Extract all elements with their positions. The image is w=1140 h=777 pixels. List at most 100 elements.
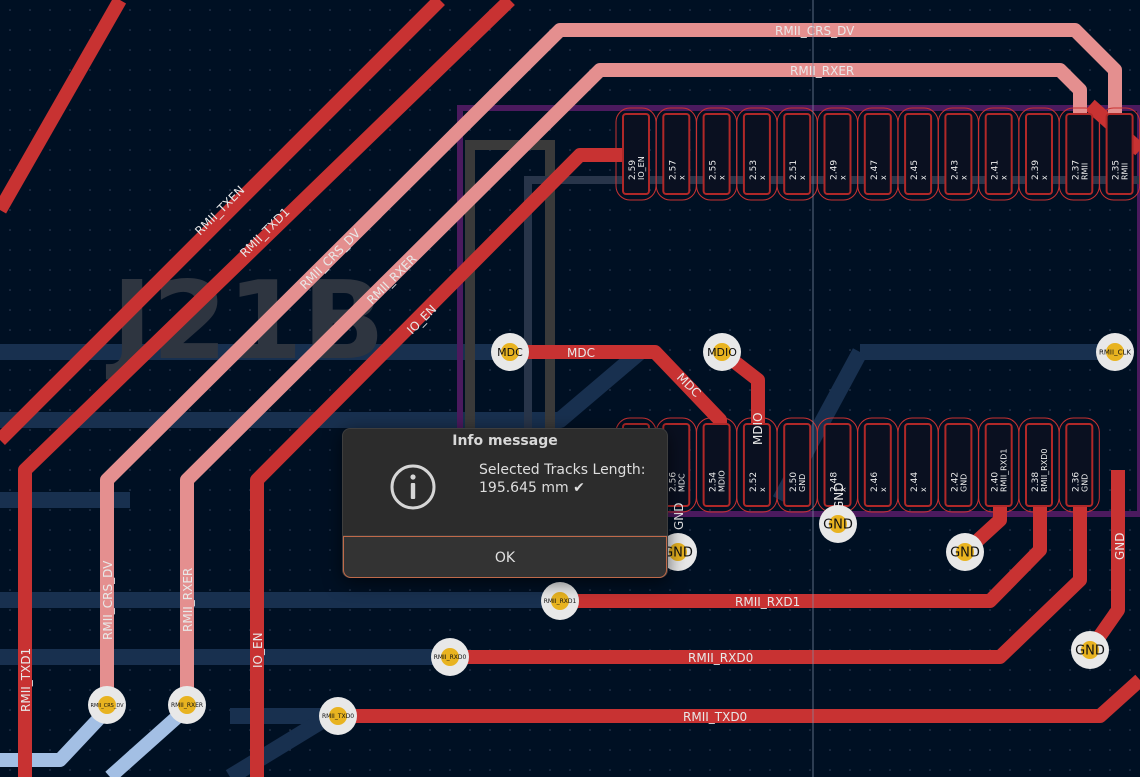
pad-net-name: RMII_RXD1 bbox=[1000, 449, 1009, 492]
pad-net-name: x bbox=[959, 175, 968, 180]
via: RMII_CRS_DV bbox=[88, 686, 126, 724]
track-label-rmii-rxer-top: RMII_RXER bbox=[790, 64, 854, 78]
fab-outline bbox=[524, 176, 1140, 500]
pad-number: 2.35 bbox=[1112, 160, 1122, 180]
pad-net-name: RMII bbox=[1080, 163, 1089, 180]
pad-number: 2.46 bbox=[870, 472, 880, 492]
via-label: RMII_TXD0 bbox=[322, 713, 354, 720]
track-label-rmii-txd1-vert: RMII_TXD1 bbox=[19, 648, 33, 712]
via: RMII_RXER bbox=[168, 686, 206, 724]
pad-number: 2.47 bbox=[870, 160, 880, 180]
pad-number: 2.37 bbox=[1071, 160, 1081, 180]
pad-net-name: x bbox=[839, 487, 848, 492]
pad-net-name: GND bbox=[959, 474, 968, 492]
track-label-gnd-vert-c: GND bbox=[1113, 532, 1127, 560]
via: MDIO bbox=[703, 333, 741, 371]
via-label: RMII_RXD1 bbox=[544, 598, 577, 605]
pad-number: 2.49 bbox=[830, 160, 840, 180]
track-label-rmii-crs-dv-vert: RMII_CRS_DV bbox=[101, 560, 115, 640]
via: GND bbox=[946, 533, 984, 571]
track-label-mdc: MDC bbox=[567, 346, 595, 360]
ok-button[interactable]: OK bbox=[343, 536, 667, 578]
dialog-separator bbox=[343, 535, 667, 536]
via-label: RMII_RXER bbox=[171, 702, 203, 709]
via: GND bbox=[659, 533, 697, 571]
via: MDC bbox=[491, 333, 529, 371]
pad-number: 2.53 bbox=[749, 160, 759, 180]
track-label-rmii-rxer-vert: RMII_RXER bbox=[181, 568, 195, 632]
pad-number: 2.54 bbox=[709, 472, 719, 492]
pad-net-name: GND bbox=[1080, 474, 1089, 492]
pad-net-name: x bbox=[879, 175, 888, 180]
track-label-rmii-crs-dv-top: RMII_CRS_DV bbox=[775, 24, 855, 38]
pad-number: 2.39 bbox=[1031, 160, 1041, 180]
via: RMII_RXD1 bbox=[541, 582, 579, 620]
pad-number: 2.50 bbox=[789, 472, 799, 492]
pad-number: 2.41 bbox=[991, 160, 1001, 180]
front-layer-pink-tracks bbox=[100, 23, 1122, 705]
track-label-mdio-vert: MDIO bbox=[751, 412, 765, 445]
pad-number: 2.38 bbox=[1031, 472, 1041, 492]
pad-number: 2.40 bbox=[991, 472, 1001, 492]
via-label: MDC bbox=[497, 346, 523, 359]
info-icon bbox=[389, 463, 437, 511]
via: GND bbox=[1071, 631, 1109, 669]
pad-net-name: x bbox=[798, 175, 807, 180]
via: RMII_CLK bbox=[1096, 333, 1134, 371]
pad-net-name: x bbox=[839, 175, 848, 180]
info-message-dialog: Info message Selected Tracks Length: 195… bbox=[342, 428, 668, 578]
pad-net-name: RMII_RXD0 bbox=[1040, 449, 1049, 492]
pad-number: 2.43 bbox=[950, 160, 960, 180]
pad-net-name: x bbox=[758, 175, 767, 180]
dialog-message-line1: Selected Tracks Length: bbox=[479, 462, 646, 478]
via-label: GND bbox=[1075, 644, 1105, 659]
dialog-message-line2: 195.645 mm ✔ bbox=[479, 480, 585, 496]
track-label-io-en-vert: IO_EN bbox=[251, 632, 265, 668]
pad-number: 2.55 bbox=[709, 160, 719, 180]
pad-net-name: x bbox=[677, 175, 686, 180]
track-label-gnd-vert-b: GND bbox=[832, 482, 846, 510]
track-label-rmii-rxd0: RMII_RXD0 bbox=[688, 651, 753, 665]
pad-net-name: RMII bbox=[1121, 163, 1130, 180]
via: GND bbox=[819, 505, 857, 543]
pad-net-name: x bbox=[718, 175, 727, 180]
pad-net-name: x bbox=[919, 487, 928, 492]
via: RMII_RXD0 bbox=[431, 638, 469, 676]
pad-number: 2.59 bbox=[628, 160, 638, 180]
via-label: GND bbox=[663, 546, 693, 561]
track-label-rmii-rxd1: RMII_RXD1 bbox=[735, 595, 800, 609]
pad-number: 2.45 bbox=[910, 160, 920, 180]
pad-number: 2.36 bbox=[1071, 472, 1081, 492]
pad-net-name: MDC bbox=[677, 473, 686, 492]
pad-number: 2.51 bbox=[789, 160, 799, 180]
pad-net-name: x bbox=[919, 175, 928, 180]
pad-net-name: IO_EN bbox=[637, 156, 646, 180]
pad-net-name: x bbox=[758, 487, 767, 492]
pad-number: 2.42 bbox=[950, 472, 960, 492]
via-label: GND bbox=[823, 518, 853, 533]
pad-net-name: MDIO bbox=[718, 470, 727, 492]
dialog-message: Selected Tracks Length: 195.645 mm ✔ bbox=[479, 461, 646, 497]
